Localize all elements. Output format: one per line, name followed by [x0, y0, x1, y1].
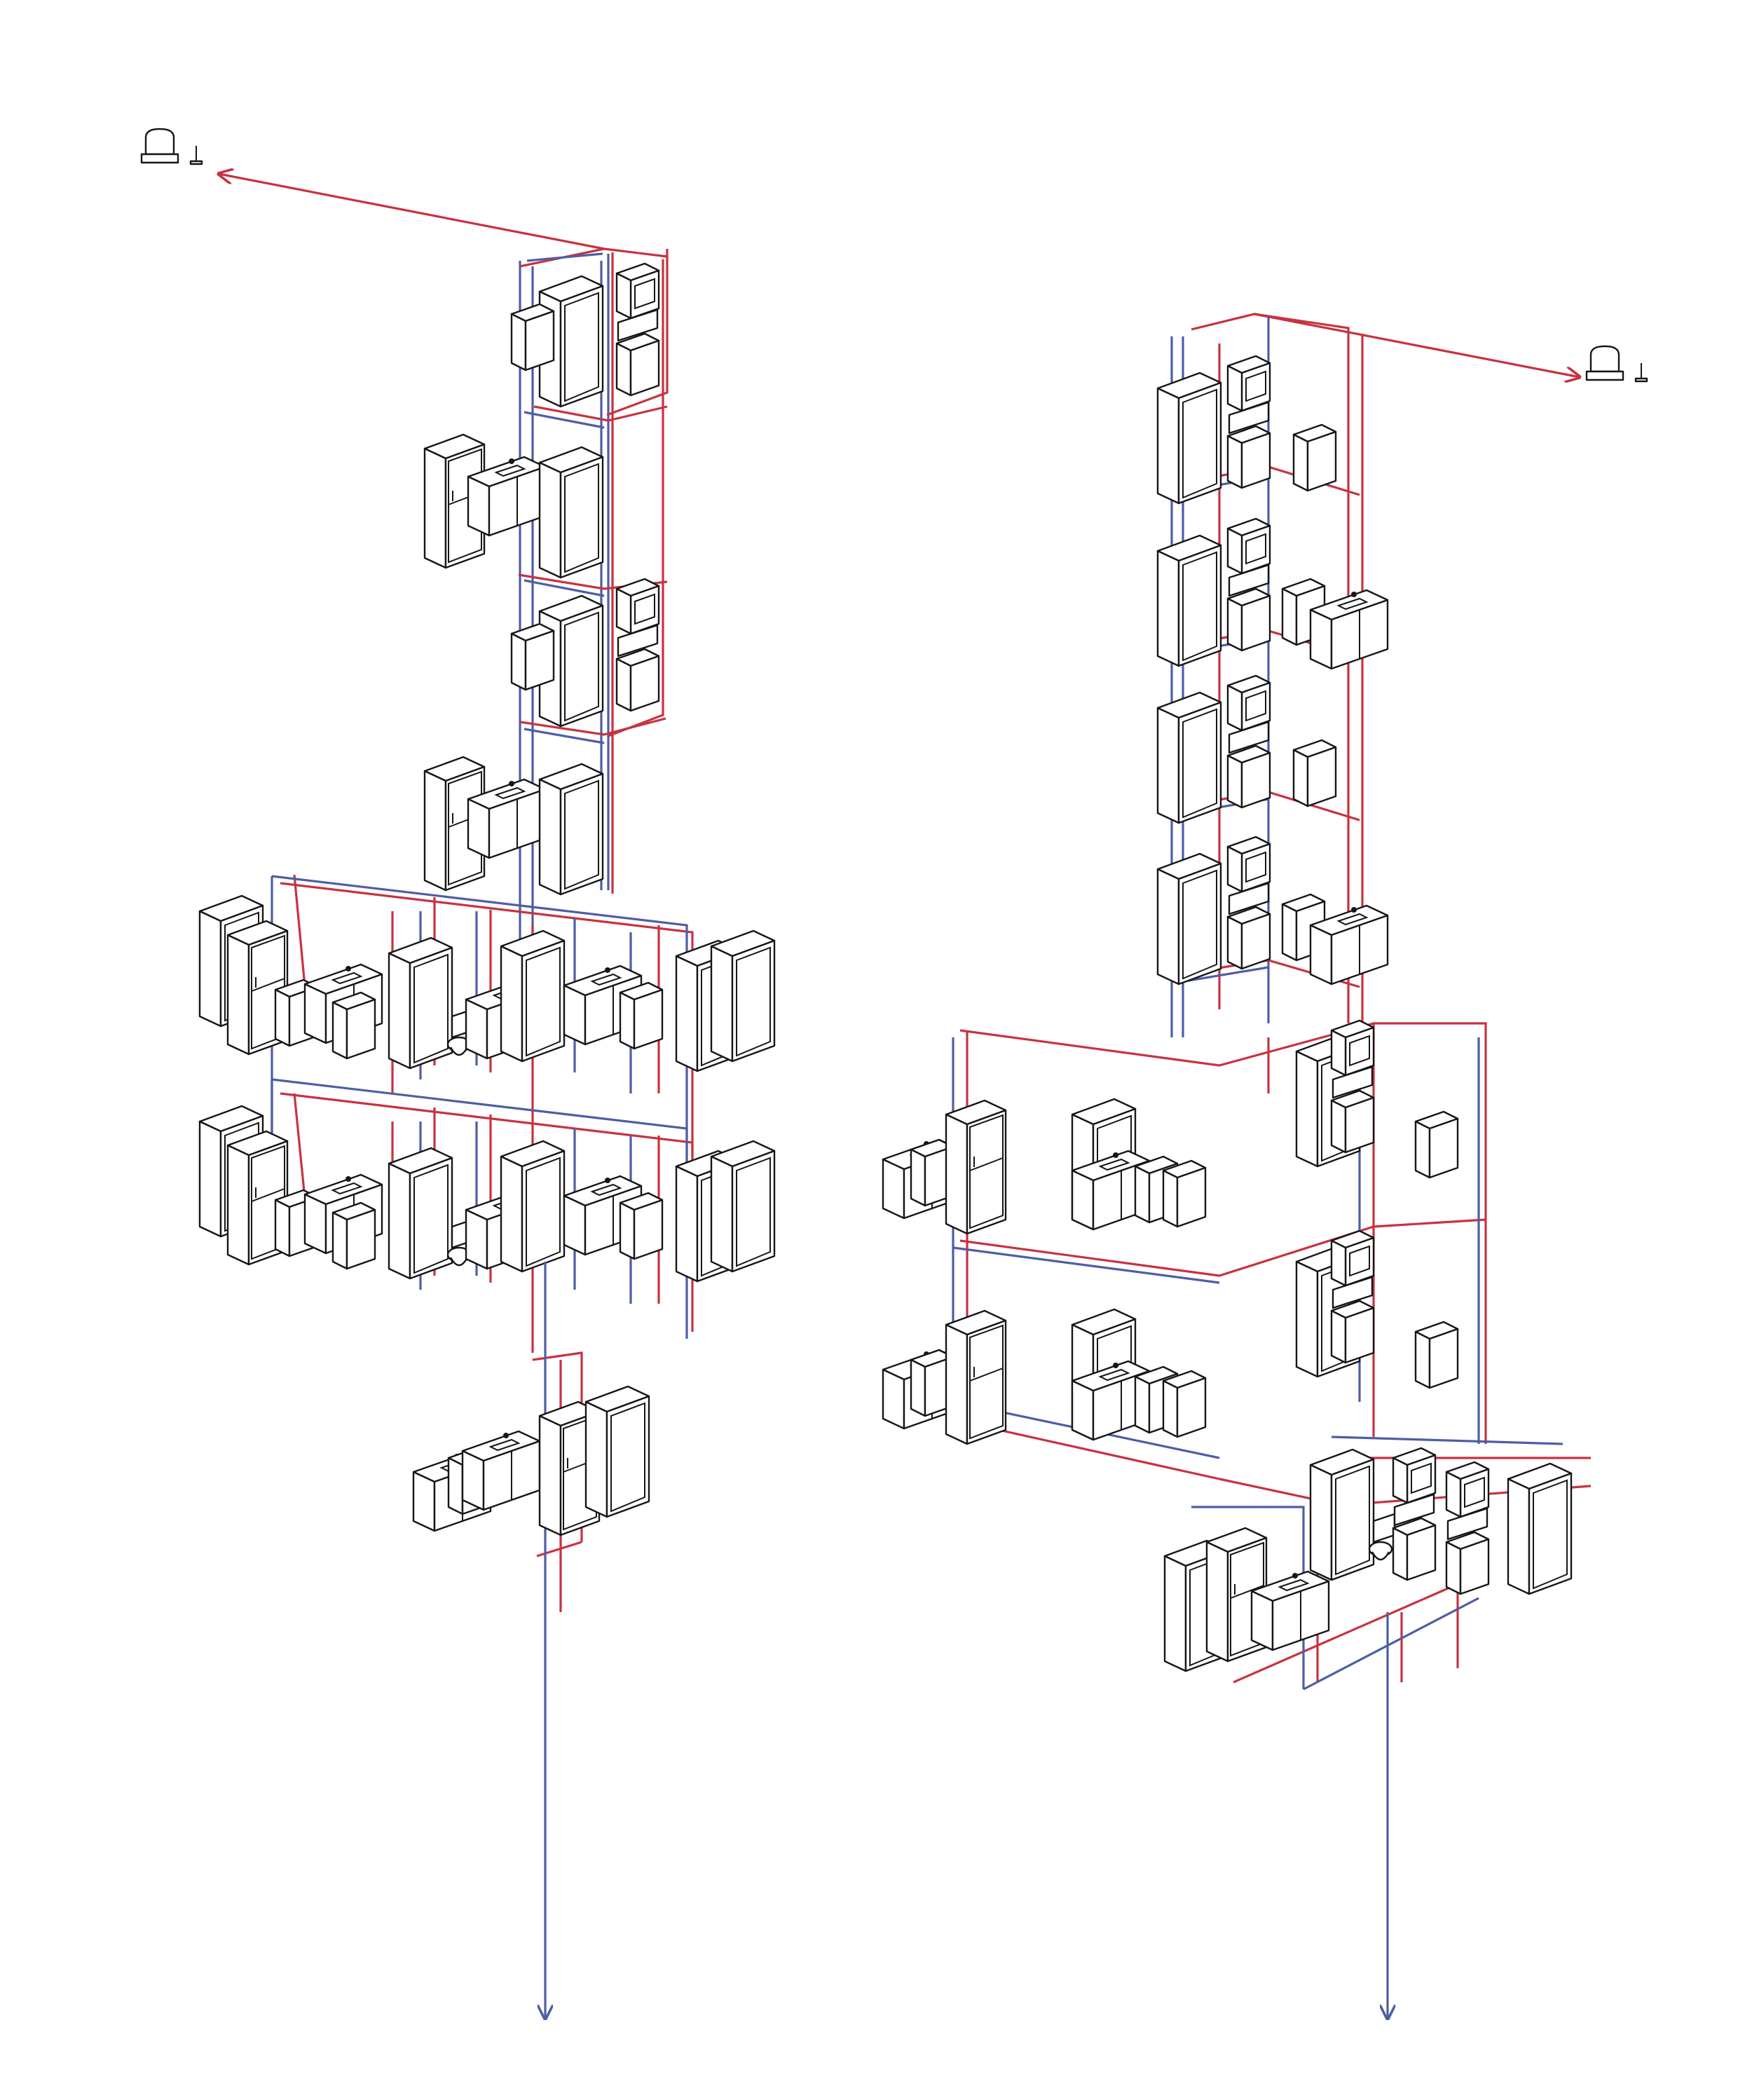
washer-r6	[1414, 1321, 1459, 1389]
tall-cabinet-br3	[1507, 1462, 1573, 1595]
cold-floor-loops-right	[1184, 475, 1269, 983]
hood-l1	[615, 262, 660, 397]
hood-r3	[1226, 674, 1271, 809]
washer-r5	[1414, 1110, 1459, 1179]
kitchen-row-1	[200, 896, 774, 1071]
hood-r4	[1226, 836, 1271, 970]
tall-cabinet-r2	[1156, 534, 1222, 667]
tall-cabinet-left-lower	[584, 1385, 650, 1518]
hot-loop-left-upper	[518, 247, 668, 736]
water-heater-icon	[140, 128, 203, 165]
kitchen-right-row1	[883, 1099, 1205, 1234]
hood-br1	[1392, 1447, 1437, 1581]
tall-cabinet-l4	[538, 763, 604, 896]
kitchen-row-2	[200, 1106, 774, 1281]
hot-branch-right-mid	[959, 1022, 1487, 1480]
hood-br2	[1445, 1461, 1490, 1595]
hood-l3	[615, 578, 660, 712]
tall-cabinet-br2	[1309, 1448, 1375, 1581]
hood-r5	[1330, 1019, 1375, 1154]
tall-cabinet-r1	[1156, 371, 1222, 505]
kitchen-right-row2	[883, 1309, 1205, 1444]
hood-r6	[1330, 1229, 1375, 1364]
cold-branch-right-mid	[952, 1030, 1480, 1459]
box-l3	[510, 622, 555, 691]
tall-cabinet-l2	[538, 446, 604, 579]
box-l1	[510, 303, 555, 371]
washer-r3	[1292, 739, 1337, 807]
water-heater-icon-right	[1585, 345, 1648, 383]
hot-main-to-heater-left	[219, 174, 605, 250]
washer-r1	[1292, 423, 1337, 492]
toilet-br	[1368, 1513, 1396, 1561]
sink-left-lower-2	[461, 1430, 541, 1511]
tall-cabinet-r4	[1156, 852, 1222, 986]
hood-r1	[1226, 355, 1271, 489]
tall-cabinet-r3	[1156, 691, 1222, 824]
hot-main-to-heater-right	[1254, 313, 1580, 377]
cold-loop-left-upper	[523, 252, 605, 744]
hood-r2	[1226, 517, 1271, 652]
right-riser-system	[883, 313, 1648, 2019]
left-riser-system	[140, 128, 774, 2019]
